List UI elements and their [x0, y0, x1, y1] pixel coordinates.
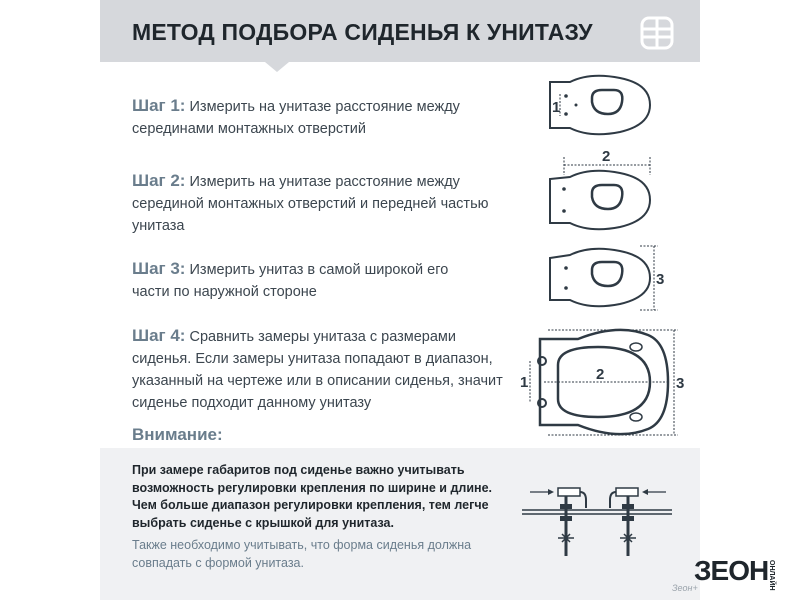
step-1-text: Измерить на унитазе расстояние между сер… — [132, 99, 460, 137]
step-3-text: Измерить унитаз в самой широкой его част… — [132, 262, 449, 300]
toilet-diagram-step-1: 1 — [549, 74, 652, 136]
step-1: Шаг 1: Измерить на унитазе расстояние ме… — [132, 95, 492, 140]
logo-text: ЗЕОН — [694, 556, 768, 582]
step-4: Шаг 4: Сравнить замеры унитаза с размера… — [132, 325, 517, 414]
step-3: Шаг 3: Измерить унитаз в самой широкой е… — [132, 258, 472, 303]
attention-panel — [100, 448, 700, 600]
fig4-dim-3-label: 3 — [676, 375, 684, 392]
header-bar: МЕТОД ПОДБОРА СИДЕНЬЯ К УНИТАЗУ — [100, 0, 700, 62]
seat-diagram-step-4: 3 1 2 — [520, 328, 684, 436]
brand-logo: ЗЕОН — [694, 556, 769, 582]
fig4-dim-1-label: 1 — [520, 374, 528, 391]
fig1-dim-label: 1 — [552, 99, 560, 116]
instruction-card: МЕТОД ПОДБОРА СИДЕНЬЯ К УНИТАЗУ Шаг 1: И… — [100, 0, 700, 600]
step-3-label: Шаг 3: — [132, 259, 186, 278]
step-4-label: Шаг 4: — [132, 326, 186, 345]
logo-subtext: ОНЛАЙН — [768, 560, 775, 591]
fig2-dim-label: 2 — [602, 148, 610, 165]
attention-note: Также необходимо учитывать, что форма си… — [132, 538, 472, 570]
attention-text: При замере габаритов под сиденье важно у… — [132, 463, 493, 530]
step-4-text: Сравнить замеры унитаза с размерами сиде… — [132, 329, 503, 411]
header-notch — [265, 62, 289, 72]
toilet-diagram-step-2: 2 — [549, 148, 652, 231]
step-2: Шаг 2: Измерить на унитазе расстояние ме… — [132, 170, 492, 237]
brand-mark-icon — [640, 16, 674, 50]
step-2-label: Шаг 2: — [132, 171, 186, 190]
fig3-dim-label: 3 — [656, 271, 664, 288]
fig4-dim-2-label: 2 — [596, 366, 604, 383]
mount-adjustment-diagram — [522, 487, 672, 556]
page-title: МЕТОД ПОДБОРА СИДЕНЬЯ К УНИТАЗУ — [132, 19, 593, 45]
step-1-label: Шаг 1: — [132, 96, 186, 115]
step-2-text: Измерить на унитазе расстояние между сер… — [132, 174, 489, 234]
attention-heading: Внимание: — [132, 425, 223, 444]
watermark: Зеон+ — [672, 583, 698, 593]
toilet-diagram-step-3: 3 — [549, 245, 664, 311]
